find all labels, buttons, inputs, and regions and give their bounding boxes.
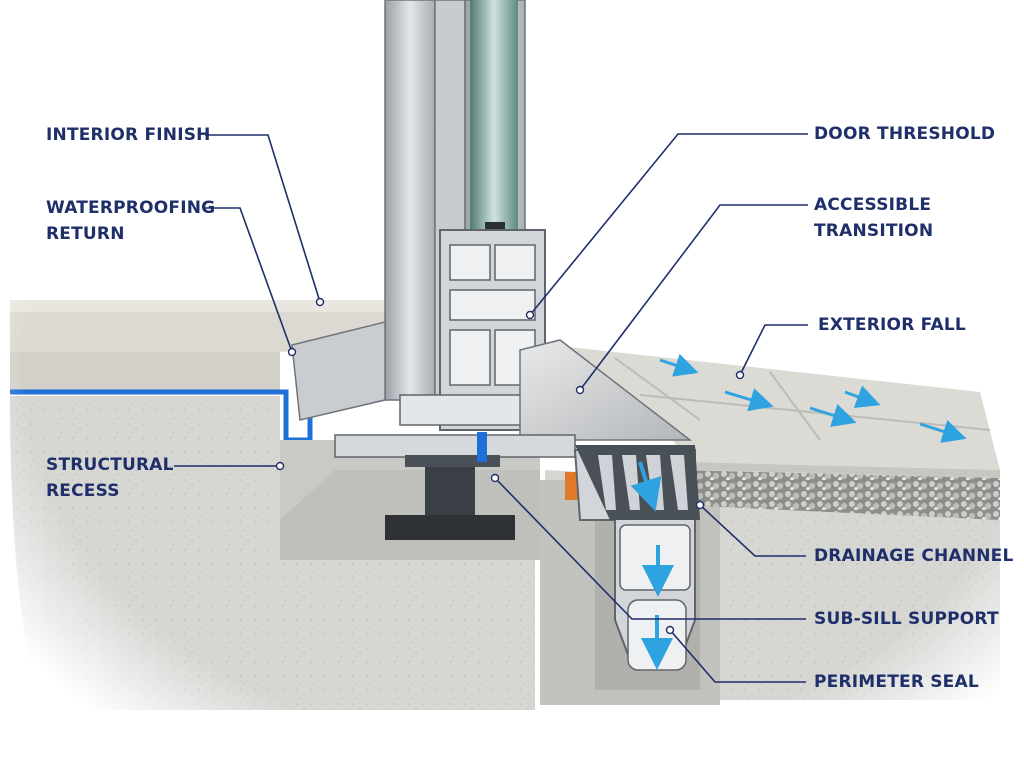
label-structural-text-2: RECESS bbox=[46, 481, 120, 501]
label-waterproofing-return: WATERPROOFING RETURN bbox=[46, 195, 215, 247]
label-sub-sill-support: SUB-SILL SUPPORT bbox=[814, 606, 999, 632]
label-exterior-fall: EXTERIOR FALL bbox=[818, 312, 966, 338]
leader-waterproofing-return bbox=[205, 207, 293, 353]
label-sub-sill-support-text: SUB-SILL SUPPORT bbox=[814, 609, 999, 629]
label-perimeter-seal: PERIMETER SEAL bbox=[814, 669, 979, 695]
leader-dot-accessible-transition bbox=[575, 385, 585, 395]
label-accessible-text-2: TRANSITION bbox=[814, 221, 934, 241]
label-drainage-channel-text: DRAINAGE CHANNEL bbox=[814, 546, 1014, 566]
leader-exterior-fall bbox=[739, 324, 808, 376]
label-interior-finish-text: INTERIOR FINISH bbox=[46, 125, 211, 145]
leader-dot-waterproofing bbox=[287, 347, 297, 357]
label-waterproofing-text-1: WATERPROOFING bbox=[46, 198, 216, 218]
leader-dot-interior-finish bbox=[315, 297, 325, 307]
label-drainage-channel: DRAINAGE CHANNEL bbox=[814, 543, 1014, 569]
leader-door-threshold bbox=[529, 133, 808, 316]
label-exterior-fall-text: EXTERIOR FALL bbox=[818, 315, 966, 335]
leader-drainage-channel bbox=[699, 504, 806, 557]
leader-sub-sill-support bbox=[494, 477, 806, 620]
leader-dot-door-threshold bbox=[525, 310, 535, 320]
label-accessible-text-1: ACCESSIBLE bbox=[814, 195, 932, 215]
label-structural-recess: STRUCTURAL RECESS bbox=[46, 452, 174, 504]
leader-dot-perimeter-seal bbox=[665, 625, 675, 635]
label-structural-text-1: STRUCTURAL bbox=[46, 455, 174, 475]
label-accessible-transition: ACCESSIBLE TRANSITION bbox=[814, 192, 933, 244]
leader-perimeter-seal bbox=[669, 629, 806, 683]
leader-accessible-transition bbox=[579, 204, 808, 391]
leader-dot-structural-recess bbox=[275, 461, 285, 471]
label-interior-finish: INTERIOR FINISH bbox=[46, 122, 211, 148]
label-door-threshold: DOOR THRESHOLD bbox=[814, 121, 995, 147]
label-door-threshold-text: DOOR THRESHOLD bbox=[814, 124, 996, 144]
leader-dot-exterior-fall bbox=[735, 370, 745, 380]
label-waterproofing-text-2: RETURN bbox=[46, 224, 125, 244]
leader-dot-drainage-channel bbox=[695, 500, 705, 510]
leader-interior-finish bbox=[205, 134, 321, 303]
label-perimeter-seal-text: PERIMETER SEAL bbox=[814, 672, 979, 692]
leader-dot-sub-sill-support bbox=[490, 473, 500, 483]
